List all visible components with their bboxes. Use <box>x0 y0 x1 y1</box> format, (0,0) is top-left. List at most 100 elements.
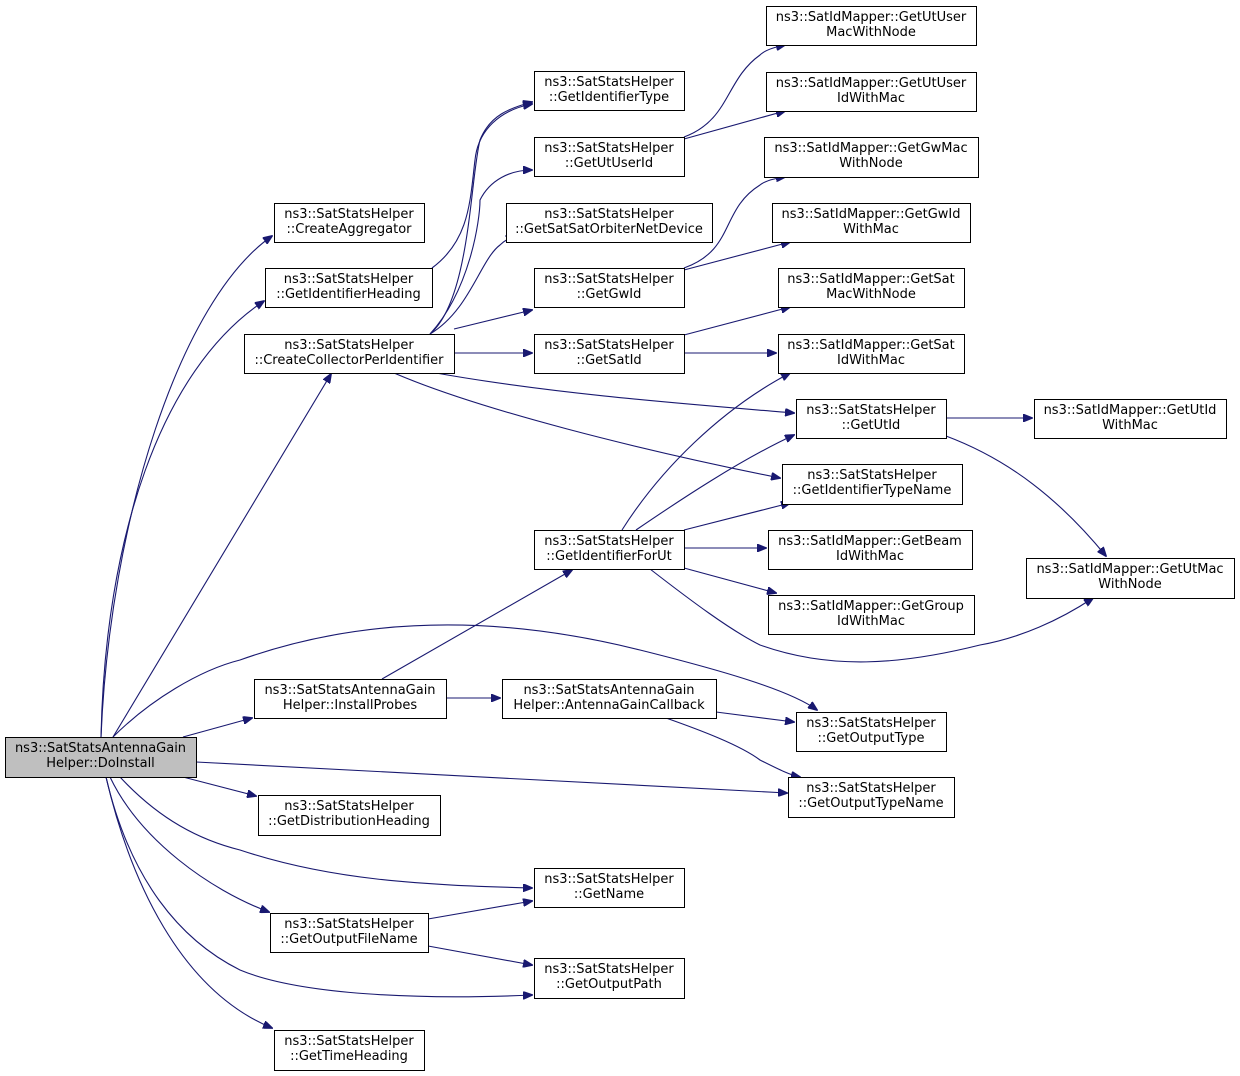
node-box <box>764 137 979 178</box>
edge-getidentifierforut-to-getutmacwithnode <box>649 568 1093 663</box>
node-doinstall[interactable]: ns3::SatStatsAntennaGainHelper::DoInstal… <box>5 737 197 778</box>
edge-createcollector-to-getgwid <box>453 310 532 330</box>
edge-doinstall-to-createaggregator <box>100 236 272 738</box>
node-getdistributionheading[interactable]: ns3::SatStatsHelper::GetDistributionHead… <box>258 795 441 836</box>
node-label-line: ::GetOutputFileName <box>280 932 417 947</box>
edge-getidentifierforut-to-getgroupidwithmac <box>683 567 776 593</box>
node-getgwid[interactable]: ns3::SatStatsHelper::GetGwId <box>534 268 685 308</box>
node-getidentifierforut[interactable]: ns3::SatStatsHelper::GetIdentifierForUt <box>534 530 685 570</box>
node-label-line: Helper::InstallProbes <box>283 698 418 713</box>
node-label-line: ns3::SatStatsHelper <box>806 781 936 796</box>
node-label-line: ns3::SatIdMapper::GetSat <box>787 338 955 353</box>
node-label-line: WithMac <box>1102 418 1158 433</box>
node-box <box>772 203 971 243</box>
node-box <box>534 958 685 999</box>
node-getsatid[interactable]: ns3::SatStatsHelper::GetSatId <box>534 334 685 374</box>
edge-getidentifierforut-to-getutid <box>635 435 794 531</box>
node-label-line: ::GetOutputTypeName <box>798 796 943 811</box>
node-box <box>534 334 685 374</box>
edge-antennagaincallback-to-getoutputtype <box>715 711 794 722</box>
node-box <box>534 71 685 111</box>
node-label-line: IdWithMac <box>836 549 904 564</box>
node-label-line: ns3::SatStatsHelper <box>544 207 674 222</box>
node-getoutputpath[interactable]: ns3::SatStatsHelper::GetOutputPath <box>534 958 685 999</box>
node-label-line: ::GetDistributionHeading <box>268 814 430 829</box>
node-createaggregator[interactable]: ns3::SatStatsHelper::CreateAggregator <box>274 203 425 243</box>
node-box <box>274 203 425 243</box>
node-getoutputfilename[interactable]: ns3::SatStatsHelper::GetOutputFileName <box>270 913 429 953</box>
node-box <box>254 679 447 719</box>
node-box <box>244 334 455 374</box>
edge-doinstall-to-gettimeheading <box>105 776 272 1028</box>
edge-getidentifierforut-to-getsatidwithmac <box>621 373 790 531</box>
node-label-line: ns3::SatIdMapper::GetUtId <box>1044 403 1217 418</box>
node-label-line: IdWithMac <box>837 614 905 629</box>
node-label-line: ::GetTimeHeading <box>290 1049 408 1064</box>
edge-getsatid-to-getsatmacwithnode <box>683 307 790 336</box>
edge-installprobes-to-getidentifierforut <box>381 570 572 680</box>
node-getidentifierheading[interactable]: ns3::SatStatsHelper::GetIdentifierHeadin… <box>265 268 433 308</box>
node-label-line: ns3::SatStatsHelper <box>806 403 936 418</box>
node-label-line: MacWithNode <box>826 287 916 302</box>
node-box <box>766 72 977 112</box>
node-label-line: ns3::SatStatsHelper <box>544 872 674 887</box>
node-label-line: ::GetIdentifierHeading <box>276 287 421 302</box>
node-label-line: ns3::SatStatsHelper <box>284 917 414 932</box>
node-box <box>265 268 433 308</box>
node-label-line: ::GetSatSatOrbiterNetDevice <box>515 222 703 237</box>
node-getname[interactable]: ns3::SatStatsHelper::GetName <box>534 868 685 908</box>
edge-doinstall-to-getdistributionheading <box>182 776 256 796</box>
node-getoutputtype[interactable]: ns3::SatStatsHelper::GetOutputType <box>796 712 947 752</box>
node-box <box>274 1030 425 1071</box>
node-label-line: ns3::SatIdMapper::GetGwId <box>782 207 961 222</box>
edges-layer <box>100 45 1106 1028</box>
node-installprobes[interactable]: ns3::SatStatsAntennaGainHelper::InstallP… <box>254 679 447 719</box>
node-label-line: ::GetUtId <box>842 418 901 433</box>
node-label-line: ns3::SatIdMapper::GetUtUser <box>776 76 967 91</box>
node-label-line: ns3::SatIdMapper::GetGwMac <box>774 141 967 156</box>
node-label-line: ns3::SatIdMapper::GetSat <box>787 272 955 287</box>
node-getutuserid[interactable]: ns3::SatStatsHelper::GetUtUserId <box>534 137 685 177</box>
edge-doinstall-to-getoutputtype <box>112 624 817 738</box>
edge-getidentifierforut-to-getidentifiertypename <box>683 503 790 531</box>
node-getidentifiertypename[interactable]: ns3::SatStatsHelper::GetIdentifierTypeNa… <box>782 464 963 505</box>
node-label-line: ns3::SatStatsHelper <box>284 799 414 814</box>
node-box <box>768 530 973 570</box>
node-getutid[interactable]: ns3::SatStatsHelper::GetUtId <box>796 399 947 439</box>
node-antennagaincallback[interactable]: ns3::SatStatsAntennaGainHelper::AntennaG… <box>502 679 717 719</box>
node-getsatsatorbiter[interactable]: ns3::SatStatsHelper::GetSatSatOrbiterNet… <box>506 203 713 243</box>
node-createcollector[interactable]: ns3::SatStatsHelper::CreateCollectorPerI… <box>244 334 455 374</box>
edge-doinstall-to-installprobes <box>182 718 252 738</box>
node-label-line: ns3::SatStatsAntennaGain <box>523 683 694 698</box>
node-label-line: ns3::SatStatsHelper <box>544 338 674 353</box>
node-label-line: ::GetIdentifierTypeName <box>793 483 952 498</box>
node-getoutputtypename[interactable]: ns3::SatStatsHelper::GetOutputTypeName <box>788 777 955 818</box>
node-label-line: ::GetGwId <box>577 287 642 302</box>
node-label-line: MacWithNode <box>826 25 916 40</box>
node-label-line: ns3::SatIdMapper::GetUtMac <box>1036 562 1223 577</box>
edge-createcollector-to-getutid <box>435 372 794 413</box>
node-label-line: ns3::SatStatsHelper <box>544 75 674 90</box>
node-box <box>768 595 975 635</box>
edge-antennagaincallback-to-getoutputtypename <box>665 717 800 777</box>
node-getidentifiertype[interactable]: ns3::SatStatsHelper::GetIdentifierType <box>534 71 685 111</box>
edge-doinstall-to-getoutputtypename <box>195 761 787 793</box>
node-gettimeheading[interactable]: ns3::SatStatsHelper::GetTimeHeading <box>274 1030 425 1071</box>
edge-doinstall-to-createcollector <box>112 374 331 738</box>
node-box <box>534 268 685 308</box>
node-label-line: ns3::SatStatsHelper <box>284 338 414 353</box>
node-label-line: ns3::SatStatsAntennaGain <box>264 683 435 698</box>
edge-getoutputfilename-to-getoutputpath <box>427 945 532 965</box>
node-label-line: ::GetUtUserId <box>565 156 653 171</box>
node-label-line: ns3::SatStatsHelper <box>544 272 674 287</box>
